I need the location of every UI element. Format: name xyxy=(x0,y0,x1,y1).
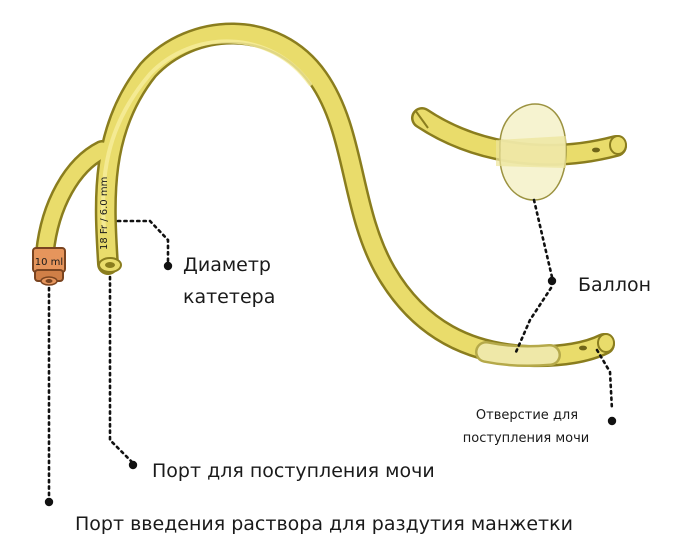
balloon-detail xyxy=(411,103,627,201)
leader-lines xyxy=(44,198,617,507)
catheter-tip xyxy=(579,333,615,353)
size-marking: 18 Fr / 6.0 mm xyxy=(99,177,110,250)
label-drain-hole-line2: поступления мочи xyxy=(463,431,589,446)
label-urine-port: Порт для поступления мочи xyxy=(152,460,435,482)
inflation-valve: 10 ml xyxy=(32,247,66,286)
label-inflation-port: Порт введения раствора для раздутия манж… xyxy=(75,513,573,535)
volume-marking: 10 ml xyxy=(35,257,63,268)
deflated-balloon-segment xyxy=(475,341,561,367)
label-diameter-line1: Диаметр xyxy=(183,254,271,276)
urine-port-end xyxy=(98,257,122,273)
label-diameter-line2: катетера xyxy=(183,286,275,308)
drain-hole xyxy=(579,345,587,351)
label-drain-hole-line1: Отверстие для xyxy=(476,408,578,423)
label-balloon: Баллон xyxy=(578,274,651,296)
